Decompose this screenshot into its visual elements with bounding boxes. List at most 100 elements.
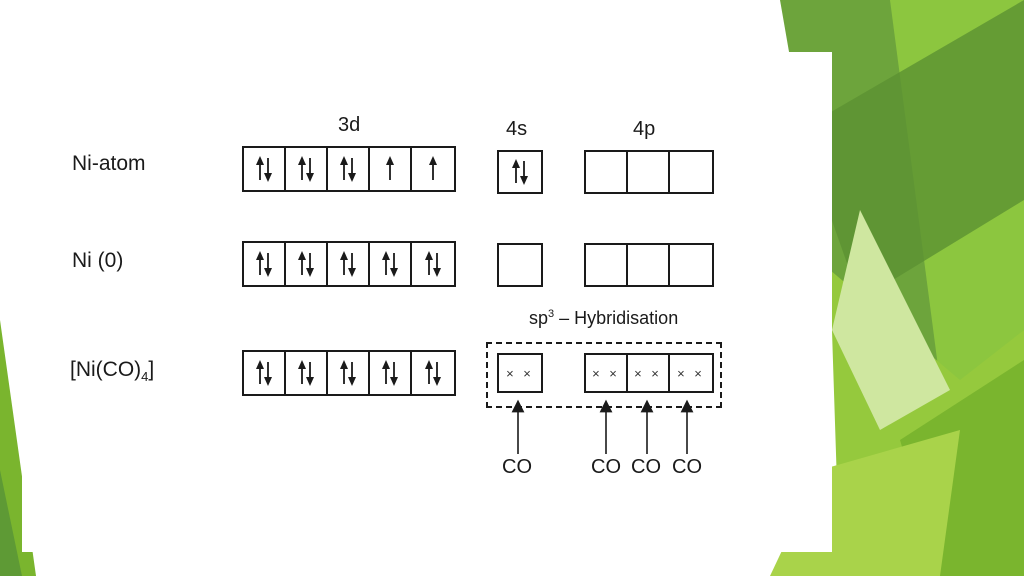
- spin-down-arrow: [433, 253, 441, 277]
- spin-down-arrow: [520, 161, 528, 185]
- ni-atom-4s-box: [497, 150, 543, 194]
- electron-arrows: [429, 156, 437, 180]
- electron-arrows: [298, 360, 314, 386]
- electron-arrows: [425, 360, 441, 386]
- spin-up-arrow: [340, 251, 348, 275]
- hybridisation-suffix: – Hybridisation: [554, 308, 679, 328]
- orbital-box: [586, 152, 628, 192]
- spin-down-arrow: [348, 158, 356, 182]
- ni-co4-4p-boxes: × × × × × ×: [584, 353, 714, 393]
- orbital-box: [286, 148, 328, 190]
- ni-zero-3d-boxes: [242, 241, 456, 287]
- hybridisation-prefix: sp: [529, 308, 549, 328]
- row-label-ni-co4-main: [Ni(CO): [70, 358, 142, 381]
- spin-down-arrow: [390, 253, 398, 277]
- bg-shape-5: [832, 210, 950, 430]
- co-label-3: CO: [631, 456, 661, 478]
- spin-down-arrow: [348, 362, 356, 386]
- spin-up-arrow: [340, 156, 348, 180]
- donated-electron-pair: × ×: [506, 365, 534, 381]
- spin-down-arrow: [306, 158, 314, 182]
- electron-arrows: [340, 251, 356, 277]
- orbital-box: [328, 148, 370, 190]
- orbital-box: × ×: [628, 355, 670, 391]
- ni-zero-4p-boxes: [584, 243, 714, 287]
- donated-electron-pair: × ×: [677, 365, 705, 381]
- spin-up-arrow: [386, 156, 394, 180]
- ni-atom-3d-boxes: [242, 146, 456, 192]
- spin-up-arrow: [298, 251, 306, 275]
- spin-down-arrow: [306, 362, 314, 386]
- orbital-box: [370, 148, 412, 190]
- electron-arrows: [298, 251, 314, 277]
- spin-up-arrow: [256, 156, 264, 180]
- electron-arrows: [382, 251, 398, 277]
- spin-down-arrow: [264, 158, 272, 182]
- donated-electron-pair: × ×: [592, 365, 620, 381]
- row-label-ni-co4-subscript: 4: [141, 369, 149, 385]
- electron-arrows: [340, 360, 356, 386]
- spin-up-arrow: [512, 159, 520, 183]
- bg-shape-9: [0, 470, 22, 576]
- spin-up-arrow: [256, 251, 264, 275]
- orbital-box: [244, 148, 286, 190]
- ni-zero-4s-box: [497, 243, 543, 287]
- spin-down-arrow: [348, 253, 356, 277]
- spin-up-arrow: [256, 360, 264, 384]
- row-label-ni-atom: Ni-atom: [72, 152, 146, 175]
- orbital-box: [412, 352, 454, 394]
- co-label-4: CO: [672, 456, 702, 478]
- orbital-box: [370, 352, 412, 394]
- orbital-box: [628, 245, 670, 285]
- orbital-box: [286, 352, 328, 394]
- ni-co4-3d-boxes: [242, 350, 456, 396]
- row-label-ni-co4: [Ni(CO)4]: [70, 358, 154, 384]
- spin-up-arrow: [425, 251, 433, 275]
- electron-arrows: [256, 156, 272, 182]
- spin-down-arrow: [264, 362, 272, 386]
- orbital-diagram-image: 3d 4s 4p Ni-atom Ni (0) [Ni(CO)4] sp3 – …: [22, 52, 832, 552]
- spin-up-arrow: [382, 360, 390, 384]
- electron-arrows: [425, 251, 441, 277]
- spin-up-arrow: [382, 251, 390, 275]
- co-label-2: CO: [591, 456, 621, 478]
- row-label-ni-zero: Ni (0): [72, 249, 124, 272]
- orbital-box: [499, 152, 541, 192]
- row-label-ni-co4-end: ]: [148, 358, 155, 381]
- spin-up-arrow: [340, 360, 348, 384]
- electron-arrows: [256, 360, 272, 386]
- spin-down-arrow: [390, 362, 398, 386]
- electron-arrows: [386, 156, 394, 180]
- donated-electron-pair: × ×: [634, 365, 662, 381]
- spin-down-arrow: [264, 253, 272, 277]
- orbital-box: [328, 352, 370, 394]
- electron-arrows: [340, 156, 356, 182]
- electron-arrows: [512, 159, 528, 185]
- electron-arrows: [382, 360, 398, 386]
- header-3d: 3d: [338, 114, 361, 136]
- orbital-box: [412, 148, 454, 190]
- hybridisation-label: sp3 – Hybridisation: [529, 308, 678, 329]
- orbital-box: × ×: [499, 355, 541, 391]
- orbital-box: × ×: [670, 355, 712, 391]
- orbital-box: [370, 243, 412, 285]
- electron-arrows: [298, 156, 314, 182]
- spin-up-arrow: [429, 156, 437, 180]
- orbital-box: [328, 243, 370, 285]
- ni-co4-4s-box: × ×: [497, 353, 543, 393]
- orbital-box: [244, 243, 286, 285]
- orbital-box: [286, 243, 328, 285]
- hybridisation-superscript: 3: [548, 308, 555, 320]
- orbital-box: [586, 245, 628, 285]
- bg-shape-3: [800, 0, 1024, 300]
- spin-down-arrow: [433, 362, 441, 386]
- spin-up-arrow: [298, 360, 306, 384]
- ni-atom-4p-boxes: [584, 150, 714, 194]
- orbital-box: × ×: [586, 355, 628, 391]
- co-label-1: CO: [502, 456, 532, 478]
- co-arrows: [511, 399, 694, 454]
- orbital-box: [412, 243, 454, 285]
- spin-up-arrow: [425, 360, 433, 384]
- orbital-box: [628, 152, 670, 192]
- header-4s: 4s: [506, 118, 528, 140]
